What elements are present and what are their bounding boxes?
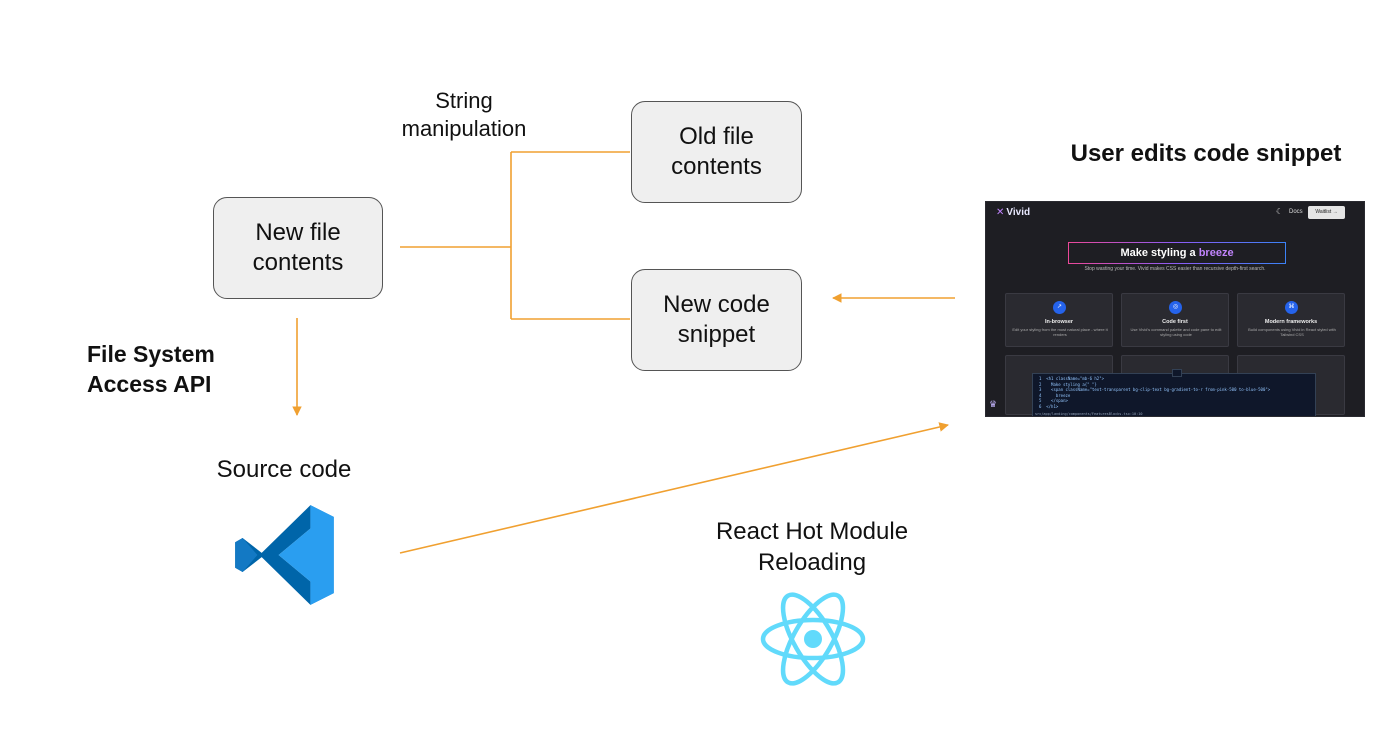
feature-desc: Use Vivid's command palette and code pan… <box>1130 327 1222 337</box>
editor-line: 6 </h1> <box>1039 403 1059 409</box>
string-manipulation-line-2: manipulation <box>401 116 527 141</box>
new-snippet-line-1: New code <box>663 291 770 318</box>
new-file-line-1: New file <box>255 219 341 246</box>
feature-card: ↗ In-browser Edit your styling from the … <box>1005 293 1113 347</box>
old-file-line-2: contents <box>671 153 762 180</box>
feature-card: ⌘ Modern frameworks Build components usi… <box>1237 293 1345 347</box>
app-navbar: ✕Vivid ☾ Docs Waitlist → <box>986 202 1364 224</box>
editor-line: 5 </span> <box>1039 398 1068 403</box>
feature-title: Code first <box>1162 319 1188 325</box>
string-manipulation-label: String manipulation <box>384 87 544 143</box>
hero-title: Make styling a breeze <box>1068 242 1286 264</box>
feature-icon: ⌘ <box>1285 301 1298 314</box>
react-hmr-line-1: React Hot Module <box>715 518 909 545</box>
vivid-logo-icon: ✕ <box>996 207 1005 218</box>
user-edits-label: User edits code snippet <box>1070 140 1342 167</box>
feature-icon: ↗ <box>1053 301 1066 314</box>
react-hmr-label: React Hot Module Reloading <box>682 516 942 578</box>
feature-desc: Build components using Vivid in React st… <box>1248 327 1336 337</box>
new-file-contents-box: New file contents <box>213 197 383 299</box>
old-file-line-1: Old file <box>679 123 754 150</box>
string-manipulation-line-1: String <box>435 88 493 113</box>
new-file-line-2: contents <box>252 249 344 276</box>
file-system-api-line-1: File System <box>87 341 215 367</box>
nav-docs-link: Docs <box>1289 209 1303 215</box>
editor-line: 2 Make styling a{" "} <box>1039 381 1097 387</box>
react-hmr-line-2: Reloading <box>757 549 867 576</box>
editor-file-path: src/app/landing/components/FeaturesBlock… <box>1035 412 1143 416</box>
source-code-label: Source code <box>216 456 352 483</box>
editor-line: 3 <span className="text-transparent bg-c… <box>1039 387 1271 392</box>
editor-grip-icon <box>1172 369 1182 377</box>
editor-line: 1 <h1 className="mb-6 h2"> <box>1039 376 1105 381</box>
feature-icon: ◎ <box>1169 301 1182 314</box>
hero-prefix: Make styling a <box>1120 247 1199 259</box>
react-icon <box>760 592 866 686</box>
file-system-api-label: File System Access API <box>87 339 215 399</box>
arrow-source-to-app <box>399 422 949 554</box>
app-logo-text: Vivid <box>1006 207 1031 218</box>
hero-accent: breeze <box>1198 247 1234 259</box>
nav-waitlist-button: Waitlist → <box>1308 206 1345 219</box>
feature-desc: Edit your styling from the most natural … <box>1012 327 1108 337</box>
feature-card: ◎ Code first Use Vivid's command palette… <box>1121 293 1229 347</box>
feature-title: Modern frameworks <box>1264 319 1318 325</box>
code-editor-pane: 1 <h1 className="mb-6 h2"> 2 Make stylin… <box>1032 369 1316 416</box>
editor-line: 4 breeze <box>1039 392 1071 398</box>
new-code-snippet-box: New code snippet <box>631 269 802 371</box>
app-logo: ✕Vivid <box>996 207 1030 218</box>
moon-icon: ☾ <box>1276 207 1284 216</box>
mascot-icon: ♛ <box>989 399 998 409</box>
hero-subtitle: Stop wasting your time. Vivid makes CSS … <box>1084 266 1266 272</box>
feature-title: In-browser <box>1044 319 1074 325</box>
file-system-api-line-2: Access API <box>87 371 212 397</box>
new-snippet-line-2: snippet <box>677 321 756 348</box>
vscode-icon <box>235 505 334 605</box>
old-file-contents-box: Old file contents <box>631 101 802 203</box>
app-screenshot: ✕Vivid ☾ Docs Waitlist → Make styling a … <box>985 201 1365 417</box>
